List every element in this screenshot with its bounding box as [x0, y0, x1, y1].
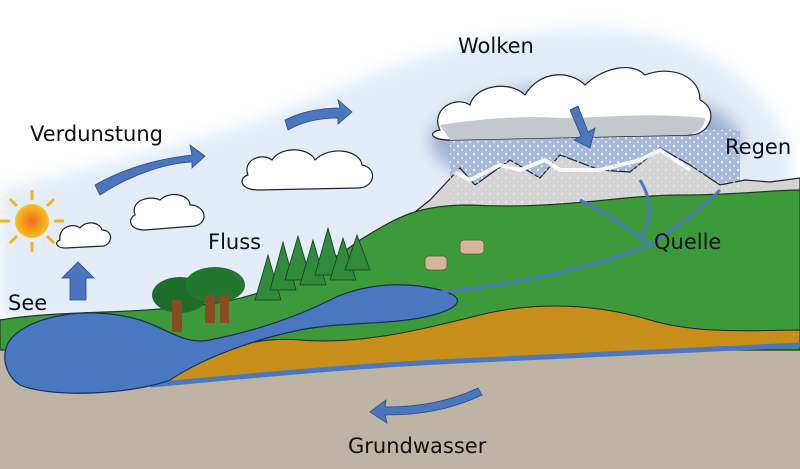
cows	[424, 239, 485, 271]
arrow-right-icon	[284, 98, 353, 131]
evaporation-arrows	[61, 98, 596, 424]
label-verdunstung: Verdunstung	[30, 122, 163, 146]
sun-icon	[0, 190, 64, 252]
aquifer	[149, 305, 800, 388]
label-quelle: Quelle	[654, 230, 722, 254]
arrow-down-icon	[569, 105, 596, 149]
deciduous-trees	[152, 267, 245, 332]
label-see: See	[8, 291, 48, 315]
label-regen: Regen	[725, 135, 792, 159]
water-bodies	[4, 179, 722, 394]
arrow-up-icon	[61, 261, 95, 301]
arrow-left-icon	[369, 387, 483, 424]
label-fluss: Fluss	[208, 230, 262, 254]
label-wolken: Wolken	[458, 34, 534, 58]
label-grundwasser: Grundwasser	[348, 434, 487, 458]
arrow-right-icon	[94, 144, 206, 196]
forest	[152, 226, 371, 332]
clouds	[56, 66, 712, 249]
